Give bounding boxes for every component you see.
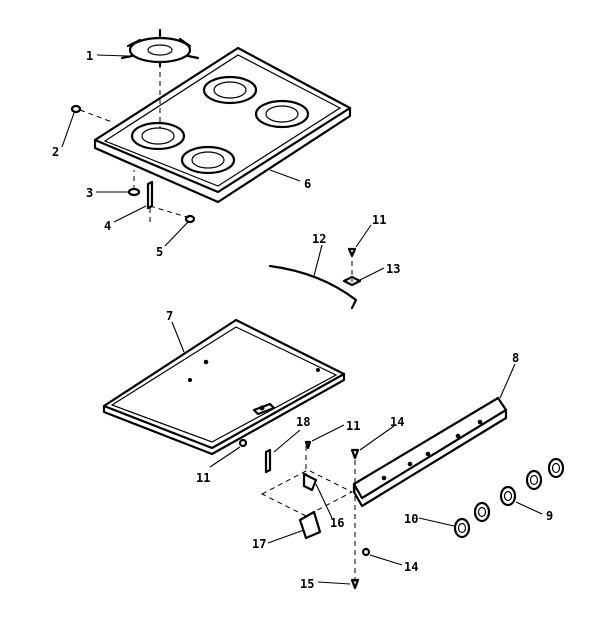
callout-labels: 1 2 3 4 5 6 11 12 13 7 8 18 11 14 11 16 … (52, 49, 553, 591)
control-panel (352, 396, 508, 508)
callout-6: 6 (304, 177, 311, 191)
callout-12: 12 (312, 232, 326, 246)
callout-18: 18 (296, 415, 310, 429)
cooktop-hardware (70, 104, 196, 224)
callout-3: 3 (86, 186, 93, 200)
callout-11-left: 11 (196, 471, 210, 485)
callout-2: 2 (52, 145, 59, 159)
callout-4: 4 (104, 219, 111, 233)
callout-14-bottom: 14 (404, 560, 418, 574)
callout-5: 5 (156, 245, 163, 259)
callout-11-top: 11 (372, 213, 386, 227)
pivot-rod (268, 247, 362, 310)
callout-14-top: 14 (390, 415, 404, 429)
control-knobs (453, 457, 565, 539)
callout-1: 1 (86, 49, 93, 63)
callout-10: 10 (404, 512, 418, 526)
leader-lines (61, 54, 543, 585)
callout-15: 15 (300, 577, 314, 591)
callout-17: 17 (252, 537, 266, 551)
panel-screws (350, 448, 371, 590)
callout-7: 7 (166, 309, 173, 323)
panel-screw (238, 438, 248, 448)
callout-9: 9 (546, 509, 553, 523)
burner-grate (120, 28, 200, 128)
callout-16: 16 (330, 516, 344, 530)
callout-8: 8 (512, 351, 519, 365)
callout-13: 13 (386, 262, 400, 276)
callout-11-mid: 11 (346, 419, 360, 433)
bracket-assembly (260, 440, 354, 540)
cooktop (93, 46, 352, 204)
main-top-panel (102, 318, 346, 456)
